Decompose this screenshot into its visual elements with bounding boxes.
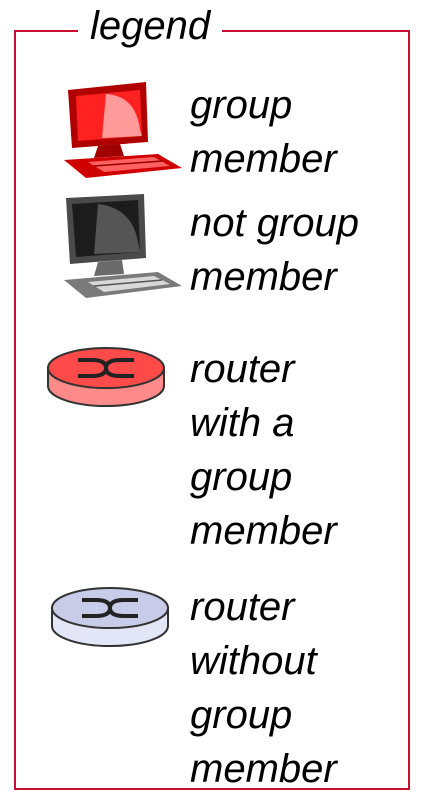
legend-item-label: not group member [190,201,360,299]
legend-item-label: router without group member [190,585,337,791]
router-blue-icon [51,587,169,647]
legend-item-label: router with a group member [190,347,337,553]
computer-gray-icon [64,194,182,298]
computer-red-icon [64,82,182,178]
router-red-icon [47,347,165,407]
legend-item-label: group member [190,83,337,181]
legend-title: legend [78,2,223,50]
